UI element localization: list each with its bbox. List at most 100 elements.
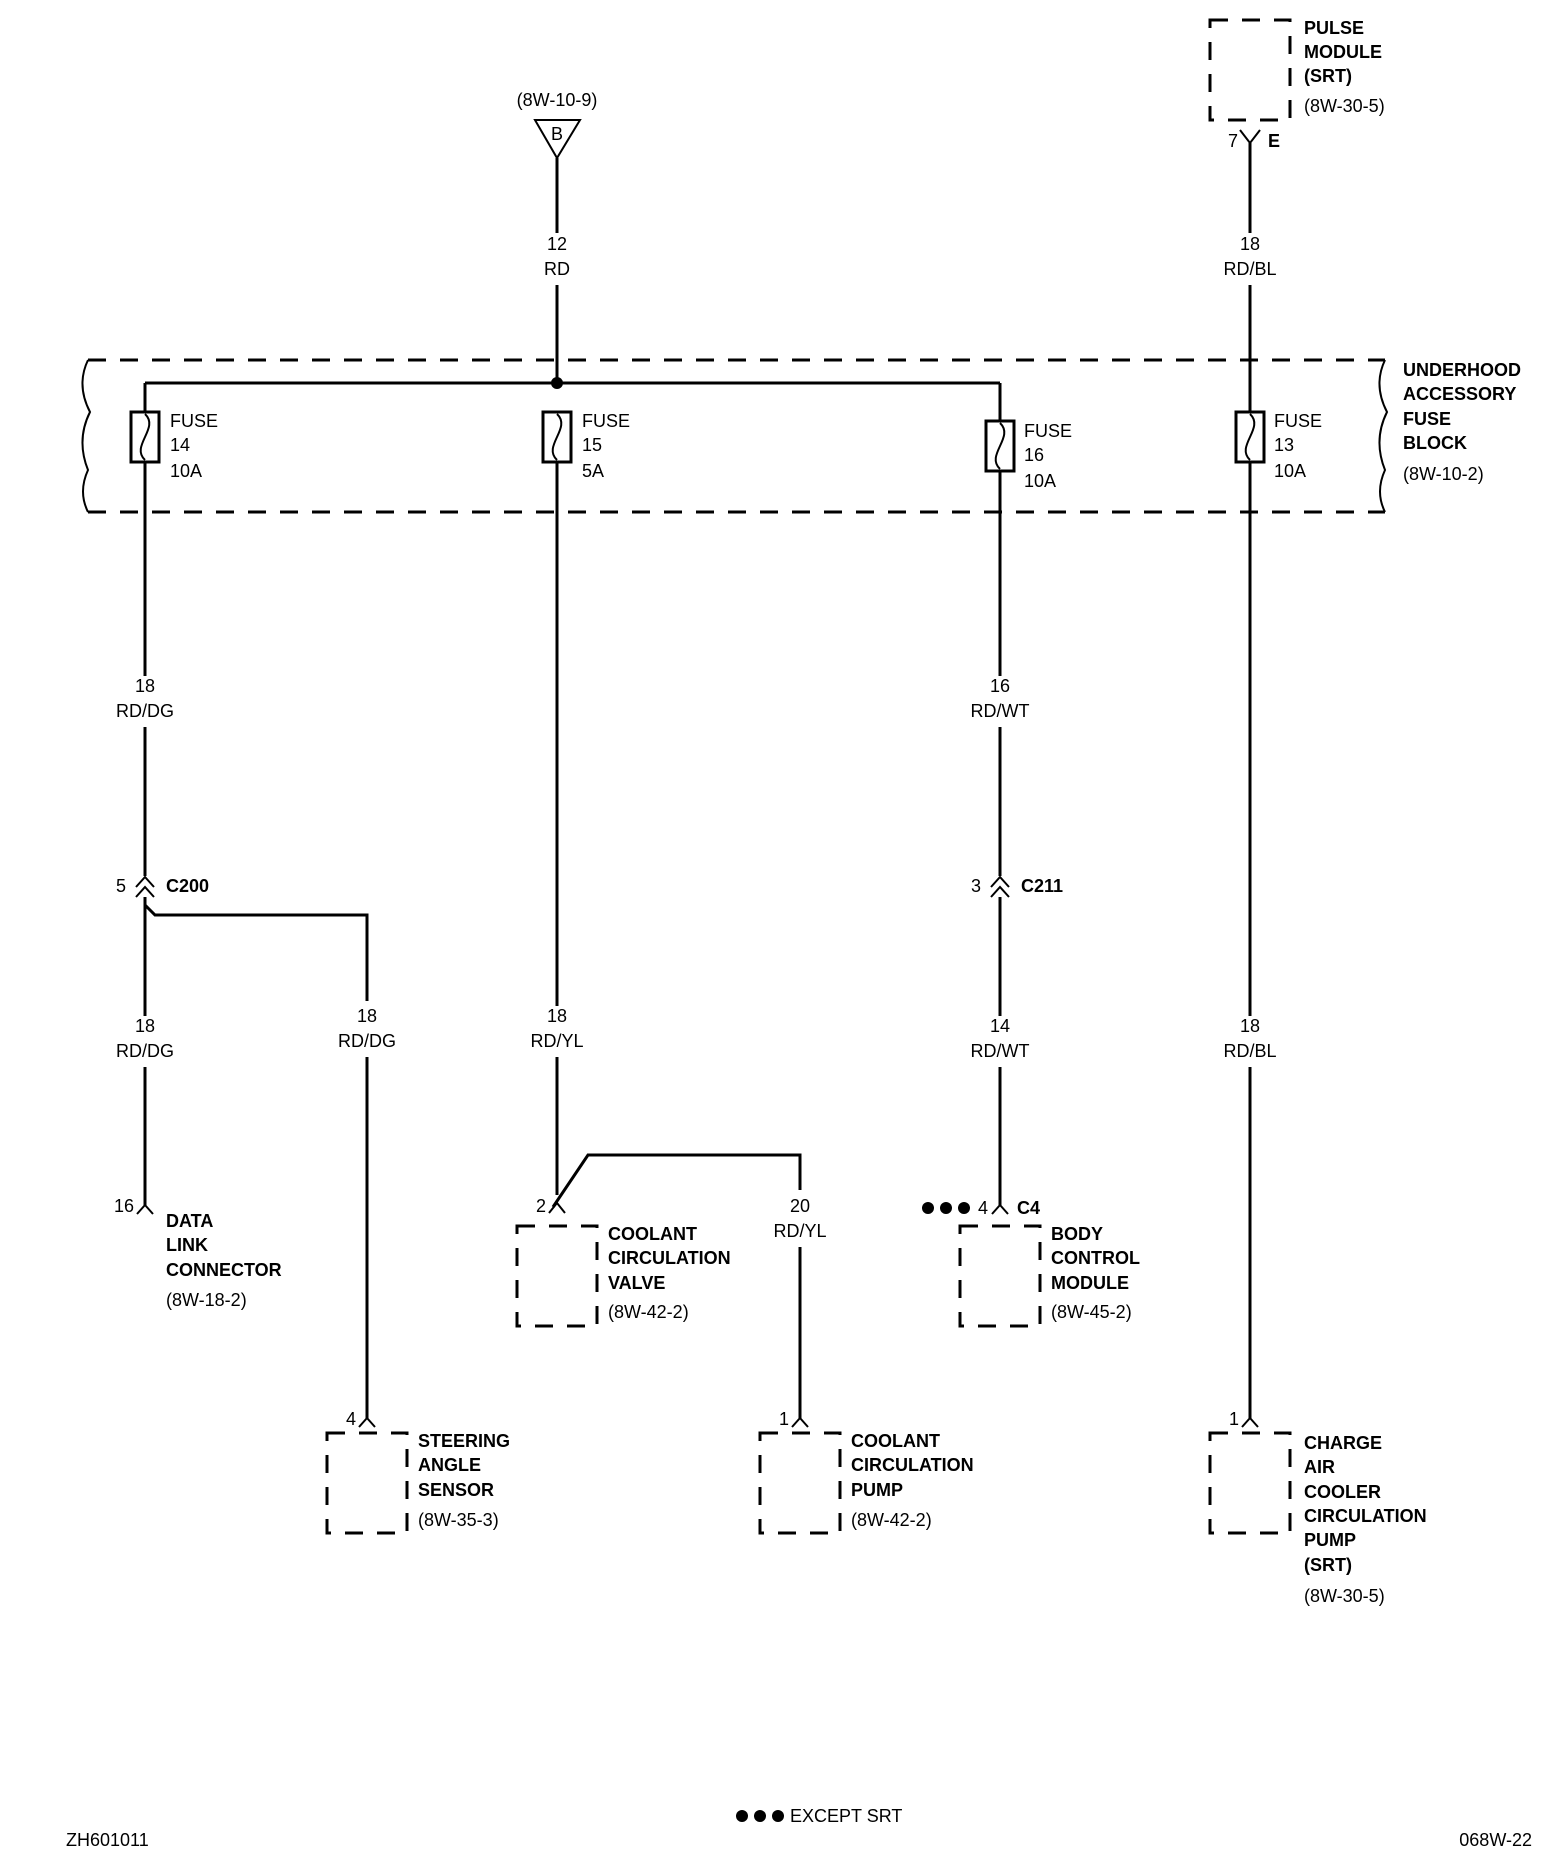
fuse-14-word: FUSE xyxy=(170,411,218,431)
fuse-16-num: 16 xyxy=(1024,445,1044,465)
cacp-line-1: CHARGE xyxy=(1304,1433,1382,1453)
ccp-pin: 1 xyxy=(779,1409,789,1429)
legend-dot-icon xyxy=(772,1810,784,1822)
cacp-line-3: COOLER xyxy=(1304,1482,1381,1502)
cacp-ref: (8W-30-5) xyxy=(1304,1586,1385,1606)
coolant-circulation-pump: 1 COOLANT CIRCULATION PUMP (8W-42-2) xyxy=(758,1409,974,1535)
pulse-module-pin: 7 xyxy=(1228,131,1238,151)
bcm-box xyxy=(958,1224,1042,1328)
ccv-box xyxy=(515,1224,599,1328)
fuse-14-amp: 10A xyxy=(170,461,202,481)
sas-line-3: SENSOR xyxy=(418,1480,494,1500)
wire-rddg-c-color: RD/DG xyxy=(338,1031,396,1051)
sas-ref: (8W-35-3) xyxy=(418,1510,499,1530)
legend: EXCEPT SRT xyxy=(736,1806,902,1826)
sas-pin-icon xyxy=(358,1416,376,1428)
cacp-line-2: AIR xyxy=(1304,1457,1335,1477)
bcm-line-3: MODULE xyxy=(1051,1273,1129,1293)
wire-rdwt-b-color: RD/WT xyxy=(971,1041,1030,1061)
sas-box xyxy=(325,1431,409,1535)
c211-lower-chevron-icon xyxy=(990,885,1010,898)
fuse-block-ref: (8W-10-2) xyxy=(1403,464,1484,484)
sas-pin: 4 xyxy=(346,1409,356,1429)
legend-dot-icon xyxy=(754,1810,766,1822)
pulse-module-conn: E xyxy=(1268,131,1280,151)
fuse-15-num: 15 xyxy=(582,435,602,455)
ccp-pin-icon xyxy=(791,1416,809,1428)
bcm-line-1: BODY xyxy=(1051,1224,1103,1244)
c200-lower-chevron-icon xyxy=(135,885,155,898)
wire-rddg-a-gauge: 18 xyxy=(135,676,155,696)
source-b-connector: (8W-10-9) B xyxy=(517,90,598,160)
steering-angle-sensor: 4 STEERING ANGLE SENSOR (8W-35-3) xyxy=(325,1409,510,1535)
fuse-block-line-1: UNDERHOOD xyxy=(1403,360,1521,380)
source-triangle-icon xyxy=(533,119,582,160)
c200-name: C200 xyxy=(166,876,209,896)
c211-pin: 3 xyxy=(971,876,981,896)
pulse-module-line-1: PULSE xyxy=(1304,18,1364,38)
dlc-line-2: LINK xyxy=(166,1235,208,1255)
pulse-module: PULSE MODULE (SRT) (8W-30-5) 7 E xyxy=(1208,18,1385,151)
cacp-pin: 1 xyxy=(1229,1409,1239,1429)
source-ref: (8W-10-9) xyxy=(517,90,598,110)
footer-right-code: 068W-22 xyxy=(1459,1830,1532,1850)
wire-rdyl-b-color: RD/YL xyxy=(773,1221,826,1241)
ccv-line-1: COOLANT xyxy=(608,1224,697,1244)
source-letter: B xyxy=(551,124,563,144)
data-link-connector: 16 DATA LINK CONNECTOR (8W-18-2) xyxy=(114,1196,282,1310)
wire-rddg-b-gauge: 18 xyxy=(135,1016,155,1036)
wire-rdyl-a-color: RD/YL xyxy=(530,1031,583,1051)
fuse-block-right-break xyxy=(1378,359,1389,513)
charge-air-cooler-circulation-pump: 1 CHARGE AIR COOLER CIRCULATION PUMP (SR… xyxy=(1208,1409,1427,1606)
wire-rdbl-bot-gauge: 18 xyxy=(1240,1016,1260,1036)
dlc-ref: (8W-18-2) xyxy=(166,1290,247,1310)
fuse-15-word: FUSE xyxy=(582,411,630,431)
c200-pin: 5 xyxy=(116,876,126,896)
cacp-line-6: (SRT) xyxy=(1304,1555,1352,1575)
ccv-ref: (8W-42-2) xyxy=(608,1302,689,1322)
pulse-module-ref: (8W-30-5) xyxy=(1304,96,1385,116)
wire-source-color: RD xyxy=(544,259,570,279)
ccp-line-3: PUMP xyxy=(851,1480,903,1500)
c200-upper-chevron-icon xyxy=(135,875,155,888)
body-control-module: 4 C4 BODY CONTROL MODULE (8W-45-2) xyxy=(922,1198,1140,1328)
splice-dot xyxy=(551,377,563,389)
fuse-16-icon xyxy=(994,422,1006,470)
bcm-pin: 4 xyxy=(978,1198,988,1218)
except-srt-dot-icon xyxy=(940,1202,952,1214)
wire-rdwt-b-gauge: 14 xyxy=(990,1016,1010,1036)
wire-rdyl-a-gauge: 18 xyxy=(547,1006,567,1026)
wire-c200-to-sas-top xyxy=(143,903,369,1001)
except-srt-dot-icon xyxy=(958,1202,970,1214)
fuse-block-line-3: FUSE xyxy=(1403,409,1451,429)
c211-name: C211 xyxy=(1021,876,1063,896)
dlc-pin: 16 xyxy=(114,1196,134,1216)
wire-rdyl-b-gauge: 20 xyxy=(790,1196,810,1216)
fuse-14-icon xyxy=(139,413,151,461)
bcm-line-2: CONTROL xyxy=(1051,1248,1140,1268)
connector-c200: 5 C200 xyxy=(116,875,209,898)
ccv-pin: 2 xyxy=(536,1196,546,1216)
fuse-block-left-break xyxy=(81,359,92,513)
connector-c211: 3 C211 xyxy=(971,875,1063,898)
footer-left-code: ZH601011 xyxy=(66,1830,149,1850)
legend-dot-icon xyxy=(736,1810,748,1822)
coolant-circulation-valve: 2 COOLANT CIRCULATION VALVE (8W-42-2) xyxy=(515,1196,731,1328)
ccv-line-3: VALVE xyxy=(608,1273,665,1293)
pulse-module-line-3: (SRT) xyxy=(1304,66,1352,86)
wire-rddg-c-gauge: 18 xyxy=(357,1006,377,1026)
wire-pulse-color: RD/BL xyxy=(1223,259,1276,279)
cacp-line-5: PUMP xyxy=(1304,1530,1356,1550)
cacp-box xyxy=(1208,1431,1292,1535)
cacp-line-4: CIRCULATION xyxy=(1304,1506,1427,1526)
fuse-16-amp: 10A xyxy=(1024,471,1056,491)
bcm-conn: C4 xyxy=(1017,1198,1040,1218)
bcm-ref: (8W-45-2) xyxy=(1051,1302,1132,1322)
fuse-15-icon xyxy=(551,413,563,461)
sas-line-1: STEERING xyxy=(418,1431,510,1451)
except-srt-dot-icon xyxy=(922,1202,934,1214)
pulse-module-pin-icon xyxy=(1239,129,1261,145)
pulse-module-box xyxy=(1208,18,1292,122)
dlc-line-1: DATA xyxy=(166,1211,213,1231)
